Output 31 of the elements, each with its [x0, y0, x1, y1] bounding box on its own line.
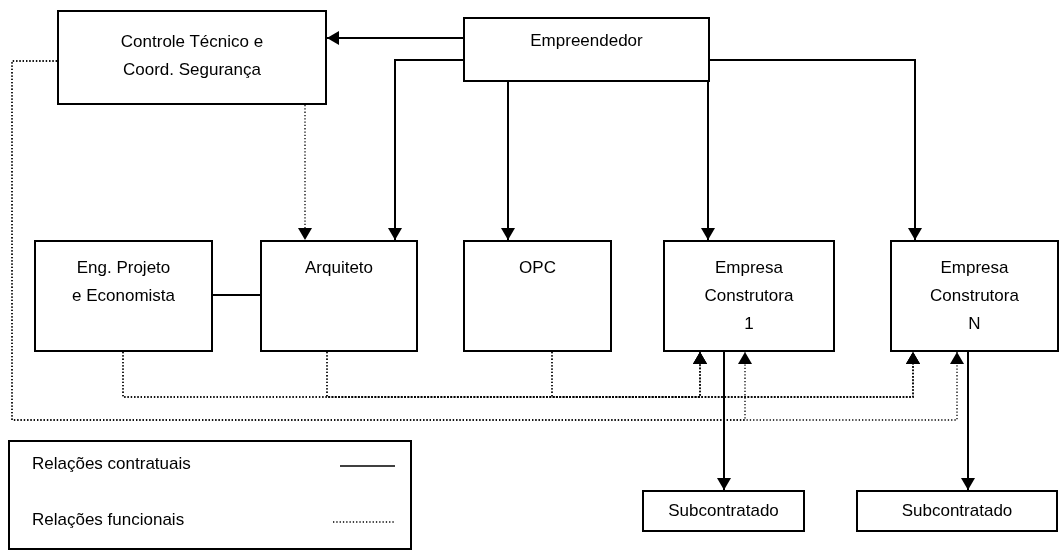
box-label: Subcontratado	[900, 500, 1014, 522]
arrow	[961, 351, 975, 491]
arrow	[501, 81, 515, 241]
org-box	[260, 240, 418, 352]
org-box	[856, 490, 1058, 532]
org-box	[463, 240, 612, 352]
box-label: Controle Técnico e Coord. Segurança	[119, 31, 265, 81]
box-label: Arquiteto	[303, 257, 374, 279]
org-box	[34, 240, 213, 352]
org-box	[57, 10, 327, 105]
legend-label: Relações contratuais	[32, 454, 191, 474]
arrow	[388, 59, 464, 241]
box-label: Subcontratado	[667, 500, 780, 522]
org-box	[663, 240, 835, 352]
box-label: Empresa Construtora 1	[704, 257, 794, 335]
arrow	[717, 351, 731, 491]
org-box	[463, 17, 710, 82]
org-box	[642, 490, 805, 532]
org-box	[890, 240, 1059, 352]
dotted-arrow	[298, 104, 312, 241]
box-label: Eng. Projeto e Economista	[71, 257, 176, 307]
box-label: OPC	[518, 257, 557, 279]
arrow	[701, 81, 715, 241]
arrow	[709, 59, 922, 241]
arrow	[326, 31, 464, 45]
box-label: Empreendedor	[529, 30, 644, 52]
dotted-arrow	[11, 60, 964, 421]
box-label: Empresa Construtora N	[930, 257, 1019, 335]
dotted-arrow	[551, 351, 920, 398]
connector-line	[212, 294, 261, 296]
legend-label: Relações funcionais	[32, 510, 185, 530]
